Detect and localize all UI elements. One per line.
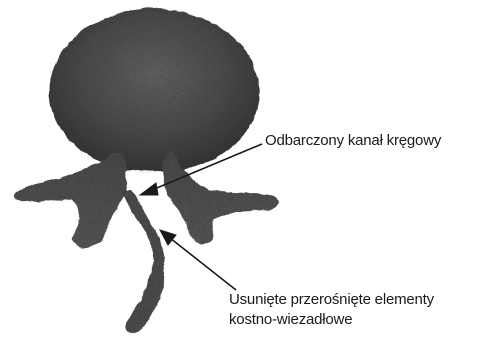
label-decompressed-canal: Odbarczony kanał kręgowy bbox=[265, 131, 441, 151]
label-removed-overgrowth-line-1: Usunięte przerośnięte elementy bbox=[229, 290, 434, 310]
label-removed-overgrowth: Usunięte przerośnięte elementy kostno-wi… bbox=[229, 290, 434, 330]
vertebral-body bbox=[48, 8, 258, 172]
label-removed-overgrowth-line-2: kostno-wiezadłowe bbox=[229, 310, 434, 330]
